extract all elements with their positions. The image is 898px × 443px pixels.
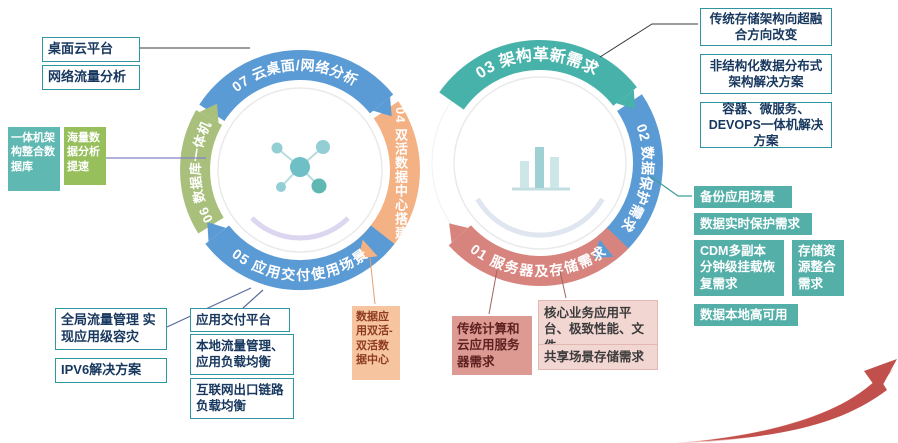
connector-global-traffic: [166, 287, 252, 328]
segment-05-arrowhead: [207, 222, 226, 242]
node-circle: [290, 157, 310, 177]
node-circle: [271, 142, 283, 154]
segment-02-arrowhead: [593, 239, 614, 258]
network-nodes-icon: [271, 140, 330, 194]
traditional-compute-label: 传统计算和云应用服务器需求: [452, 316, 532, 375]
massive-data-label: 海量数据分析提速: [64, 127, 106, 185]
swoosh-arrow: [676, 359, 897, 443]
segment-06-arc: [180, 110, 224, 234]
segment-02-arc: [596, 94, 663, 260]
left-inner-arc-decoration: [250, 216, 350, 241]
internet-link-label: 互联网出口链路负载均衡: [190, 378, 294, 419]
connector-traditional-compute: [488, 269, 498, 315]
connector-dual-active: [369, 257, 376, 305]
segment-04-arc: [359, 101, 420, 260]
app-delivery-label: 应用交付平台: [190, 308, 290, 333]
chart-bar: [535, 147, 544, 188]
hci-transform-label: 传统存储架构向超融合方向改变: [700, 8, 832, 46]
segment-07-arc: [199, 49, 394, 122]
node-circle: [311, 178, 327, 194]
local-traffic-label: 本地流量管理、应用负载均衡: [190, 334, 294, 375]
chart-bar: [520, 161, 529, 188]
container-devops-label: 容器、微服务、DEVOPS一体机解决方案: [700, 102, 832, 148]
bar-chart-icon: [512, 147, 570, 191]
realtime-protection-label: 数据实时保护需求: [694, 213, 812, 236]
network-traffic-label: 网络流量分析: [42, 65, 140, 90]
global-traffic-label: 全局流量管理 实现应用级容灾: [55, 308, 167, 350]
cdm-recovery-label: CDM多副本分钟级挂载恢复需求: [694, 240, 784, 296]
node-circle: [316, 140, 330, 154]
connector-architecture: [599, 23, 698, 58]
desktop-cloud-label: 桌面云平台: [42, 37, 140, 62]
connector-app-delivery: [242, 289, 264, 309]
segment-03-arrowhead: [616, 89, 635, 110]
connector-core-business: [559, 270, 567, 299]
node-circle: [276, 182, 286, 192]
segment-07-arrowhead: [373, 97, 392, 117]
right-inner-arc-decoration: [475, 197, 605, 238]
shared-storage-label: 共享场景存储需求: [538, 344, 658, 371]
ipv6-label: IPV6解决方案: [55, 358, 167, 383]
storage-consolidation-label: 存储资源整合需求: [792, 240, 844, 296]
swoosh-body: [700, 377, 887, 441]
aio-architecture-label: 一体机架构整合数据库: [8, 127, 60, 191]
segment-06-arrowhead: [199, 103, 219, 123]
local-ha-label: 数据本地高可用: [694, 304, 798, 327]
connector-backup: [649, 175, 692, 197]
segment-01-arrowhead: [449, 223, 468, 243]
unstructured-label: 非结构化数据分布式架构解决方案: [700, 54, 832, 94]
backup-scenario-label: 备份应用场景: [694, 186, 792, 209]
dual-active-dc-label: 数据应用双活-双活数据中心: [352, 306, 400, 380]
segment-04-arrowhead: [358, 239, 378, 259]
segment-04-label: 04 双活数据中心搭建: [393, 107, 408, 241]
segment-03-arc: [439, 39, 637, 110]
chart-bar: [550, 157, 559, 188]
swoosh-arrowhead-icon: [864, 359, 897, 392]
